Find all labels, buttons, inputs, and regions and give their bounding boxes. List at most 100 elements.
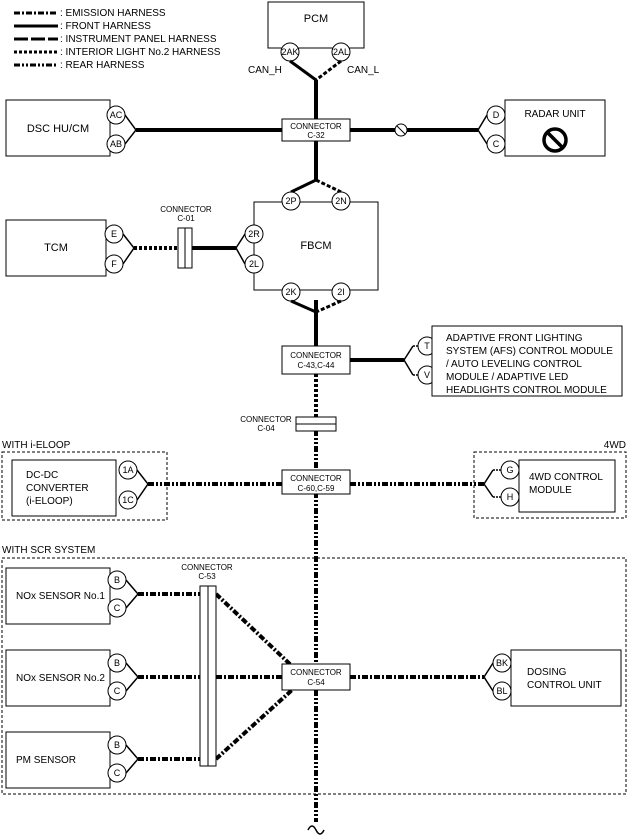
radar-module: D C RADAR UNIT xyxy=(350,99,606,157)
pcm-module: PCM 2AK 2AL CAN_H CAN_L xyxy=(248,1,380,82)
svg-text:V: V xyxy=(424,370,430,380)
svg-text:C: C xyxy=(114,603,121,613)
svg-text:B: B xyxy=(114,658,120,668)
svg-text:2R: 2R xyxy=(248,229,260,239)
nox1-module: NOx SENSOR No.1 B C xyxy=(5,567,139,625)
svg-text:G: G xyxy=(506,465,513,475)
svg-text:C-54: C-54 xyxy=(307,678,325,687)
scr-group: WITH SCR SYSTEM NOx SENSOR No.1 B C NOx … xyxy=(1,545,627,795)
svg-text:C: C xyxy=(493,139,500,149)
svg-text:C-01: C-01 xyxy=(177,214,195,223)
tcm-label: TCM xyxy=(44,242,68,254)
fbcm-pin-2n xyxy=(331,191,351,211)
eloop-group: WITH i-ELOOP DC-DC CONVERTER (i-ELOOP) 1… xyxy=(1,440,168,521)
connector-c32: CONNECTOR C-32 xyxy=(281,118,351,142)
afs-label-line5: HEADLIGHTS CONTROL MODULE xyxy=(446,385,607,396)
awd-group-label: 4WD xyxy=(604,440,626,451)
can-h-label: CAN_H xyxy=(248,65,282,76)
fbcm-pin-2p xyxy=(281,191,301,211)
svg-text:2AL: 2AL xyxy=(333,47,349,57)
awd-group: 4WD G H 4WD CONTROL MODULE xyxy=(473,440,627,519)
connector-c01: CONNECTOR C-01 xyxy=(160,205,212,269)
afs-label-line3: / AUTO LEVELING CONTROL xyxy=(446,359,582,370)
svg-text:C: C xyxy=(114,768,121,778)
afs-label-line1: ADAPTIVE FRONT LIGHTING xyxy=(446,333,583,344)
svg-text:2I: 2I xyxy=(337,287,345,297)
svg-text:CONNECTOR: CONNECTOR xyxy=(290,122,342,131)
svg-text:2N: 2N xyxy=(335,196,347,206)
connector-c53: CONNECTOR C-53 xyxy=(181,563,233,767)
connector-c04: CONNECTOR C-04 xyxy=(240,415,337,433)
svg-text:BK: BK xyxy=(496,658,508,668)
radar-label: RADAR UNIT xyxy=(524,109,585,120)
awd-label-line2: MODULE xyxy=(529,485,572,496)
pm-label: PM SENSOR xyxy=(16,755,76,766)
nox1-label: NOx SENSOR No.1 xyxy=(16,591,105,602)
dosing-module: BK BL DOSING CONTROL UNIT xyxy=(483,649,622,707)
can-l-label: CAN_L xyxy=(347,65,380,76)
dosing-label-line2: CONTROL UNIT xyxy=(527,680,602,691)
connector-c43: CONNECTOR C-43,C-44 xyxy=(281,345,351,375)
dcdc-label-line1: DC-DC xyxy=(26,470,58,481)
svg-text:B: B xyxy=(114,740,120,750)
svg-text:AC: AC xyxy=(110,110,123,120)
break-mark xyxy=(307,825,325,835)
scr-group-label: WITH SCR SYSTEM xyxy=(2,545,95,556)
pcm-label: PCM xyxy=(304,13,328,25)
svg-text:BL: BL xyxy=(496,686,507,696)
svg-text:C-32: C-32 xyxy=(307,131,325,140)
can-backbone xyxy=(307,80,325,835)
fbcm-label: FBCM xyxy=(300,240,331,252)
svg-text:F: F xyxy=(111,259,117,269)
prohibited-icon xyxy=(542,127,568,153)
svg-text:H: H xyxy=(507,492,514,502)
svg-text:AB: AB xyxy=(110,139,122,149)
dsc-module: DSC HU/CM AC AB xyxy=(5,99,282,157)
svg-text:C-43,C-44: C-43,C-44 xyxy=(298,361,335,370)
svg-text:1A: 1A xyxy=(122,465,133,475)
nox2-module: NOx SENSOR No.2 B C xyxy=(5,649,139,707)
dcdc-label-line2: CONVERTER xyxy=(26,483,89,494)
pm-module: PM SENSOR B C xyxy=(5,731,139,789)
svg-text:C-60,C-59: C-60,C-59 xyxy=(298,484,335,493)
svg-text:CONNECTOR: CONNECTOR xyxy=(290,474,342,483)
svg-text:CONNECTOR: CONNECTOR xyxy=(290,668,342,677)
svg-text:CONNECTOR: CONNECTOR xyxy=(181,563,233,572)
dosing-label-line1: DOSING xyxy=(527,667,567,678)
svg-text:2AK: 2AK xyxy=(281,47,298,57)
connector-c54: CONNECTOR C-54 xyxy=(281,663,351,691)
svg-text:B: B xyxy=(114,575,120,585)
afs-label-line4: MODULE / ADAPTIVE LED xyxy=(446,372,568,383)
legend: : EMISSION HARNESS : FRONT HARNESS : INS… xyxy=(14,8,221,71)
scr-harness xyxy=(138,592,484,761)
tcm-module: TCM E F xyxy=(5,219,246,277)
connector-c60: CONNECTOR C-60,C-59 xyxy=(281,469,351,495)
legend-front-label: : FRONT HARNESS xyxy=(60,21,151,32)
svg-text:E: E xyxy=(111,229,117,239)
svg-text:T: T xyxy=(424,341,430,351)
legend-instrument-label: : INSTRUMENT PANEL HARNESS xyxy=(60,34,217,45)
legend-interior-label: : INTERIOR LIGHT No.2 HARNESS xyxy=(60,47,221,58)
awd-label-line1: 4WD CONTROL xyxy=(529,472,603,483)
svg-text:CONNECTOR: CONNECTOR xyxy=(240,415,292,424)
svg-text:1C: 1C xyxy=(122,495,134,505)
nox2-label: NOx SENSOR No.2 xyxy=(16,673,105,684)
svg-text:CONNECTOR: CONNECTOR xyxy=(290,351,342,360)
svg-text:C-53: C-53 xyxy=(198,572,216,581)
legend-emission-label: : EMISSION HARNESS xyxy=(60,8,166,19)
svg-text:2K: 2K xyxy=(285,287,296,297)
legend-rear-label: : REAR HARNESS xyxy=(60,60,145,71)
svg-text:C-04: C-04 xyxy=(257,424,275,433)
svg-text:CONNECTOR: CONNECTOR xyxy=(160,205,212,214)
svg-text:2L: 2L xyxy=(249,259,259,269)
eloop-group-label: WITH i-ELOOP xyxy=(2,440,71,451)
afs-label-line2: SYSTEM (AFS) CONTROL MODULE xyxy=(446,346,613,357)
afs-module: T V ADAPTIVE FRONT LIGHTING SYSTEM (AFS)… xyxy=(350,325,623,397)
svg-text:C: C xyxy=(114,686,121,696)
svg-text:D: D xyxy=(493,110,500,120)
svg-text:2P: 2P xyxy=(285,196,296,206)
dsc-label: DSC HU/CM xyxy=(27,123,89,135)
dcdc-label-line3: (i-ELOOP) xyxy=(26,496,73,507)
fbcm-module: 2P 2N 2R 2L FBCM 2K 2I xyxy=(244,178,379,314)
